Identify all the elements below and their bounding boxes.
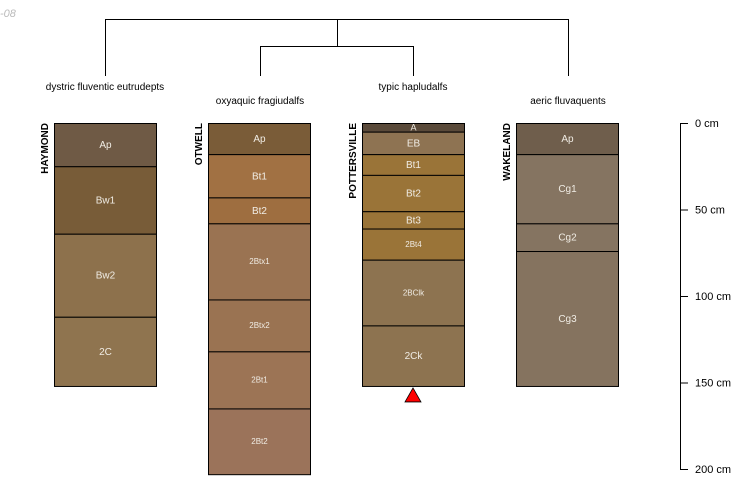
horizon-rect	[362, 228, 465, 261]
horizon: A	[362, 122, 465, 133]
horizon-rect	[516, 154, 619, 225]
horizon-label: Bt3	[406, 215, 421, 226]
horizon-rect	[208, 197, 311, 225]
horizon-label: Bt2	[406, 189, 421, 200]
horizon: 2Btx2	[208, 299, 311, 353]
horizon-label: 2Bt4	[405, 240, 422, 249]
horizon-label: Cg3	[558, 314, 577, 325]
horizon-label: Ap	[561, 134, 574, 145]
horizon: Cg1	[516, 154, 619, 225]
horizon: Ap	[54, 123, 157, 168]
horizon: Bt2	[208, 197, 311, 225]
horizon-label: Bw1	[96, 195, 116, 206]
horizon: EB	[362, 131, 465, 156]
horizon: Bw2	[54, 233, 157, 318]
axis-tick-label: 0 cm	[695, 118, 719, 130]
horizon-label: EB	[407, 138, 421, 149]
horizon-rect	[54, 316, 157, 387]
horizon-rect	[362, 325, 465, 387]
horizon-rect	[516, 123, 619, 156]
horizon-label: 2Bt2	[251, 437, 268, 446]
horizon: 2Btx1	[208, 223, 311, 301]
profile-name: POTTERSVILLE	[348, 123, 359, 199]
horizon: Cg2	[516, 223, 619, 253]
profile-name: OTWELL	[194, 123, 205, 165]
bottom-marker-icon	[404, 387, 422, 403]
horizon: Ap	[516, 123, 619, 156]
horizon-rect	[362, 174, 465, 213]
horizon-rect	[208, 154, 311, 199]
axis-tick-label: 50 cm	[695, 205, 725, 217]
profile-name: WAKELAND	[502, 123, 513, 181]
horizon-label: Ap	[99, 140, 112, 151]
profile-name: HAYMOND	[40, 123, 51, 174]
horizon-rect	[208, 408, 311, 476]
axis-tick-label: 100 cm	[695, 291, 731, 303]
horizon-rect	[208, 123, 311, 156]
horizon: 2Bt1	[208, 351, 311, 410]
horizon: 2C	[54, 316, 157, 387]
horizon-rect	[516, 223, 619, 253]
horizon: Ap	[208, 123, 311, 156]
horizon-label: 2Btx1	[249, 257, 270, 266]
horizon-rect	[362, 259, 465, 327]
horizon: 2Ck	[362, 325, 465, 387]
horizon: Bw1	[54, 166, 157, 235]
horizon-label: Cg2	[558, 233, 577, 244]
depth-axis: 0 cm 50 cm 100 cm 150 cm 200 cm	[680, 118, 731, 476]
horizon: 2Bt4	[362, 228, 465, 261]
horizon: Bt1	[362, 154, 465, 176]
horizon-label: 2Ck	[405, 351, 424, 362]
horizon-label: Bt1	[406, 160, 421, 171]
horizon-rect	[54, 123, 157, 168]
horizon: Cg3	[516, 251, 619, 387]
taxon-label: dystric fluventic eutrudepts	[46, 82, 164, 93]
taxon-label: aeric fluvaquents	[530, 96, 606, 107]
horizon-label: 2Bt1	[251, 376, 268, 385]
dendrogram	[105, 19, 569, 76]
horizon: 2BClk	[362, 259, 465, 327]
taxon-label: typic hapludalfs	[379, 82, 448, 93]
horizon-label: 2BClk	[403, 288, 425, 297]
horizon-rect	[516, 251, 619, 387]
axis-tick-label: 150 cm	[695, 378, 731, 390]
dendrogram-inner-branch	[260, 46, 414, 76]
horizon-rect	[54, 166, 157, 235]
horizon: Bt2	[362, 174, 465, 213]
horizon-label: 2Btx2	[249, 321, 270, 330]
horizon-rect	[54, 233, 157, 318]
horizon-label: Ap	[253, 134, 266, 145]
horizon-label: Bw2	[96, 271, 116, 282]
horizon-label: Cg1	[558, 184, 577, 195]
horizon: 2Bt2	[208, 408, 311, 476]
axis-tick-label: 200 cm	[695, 464, 731, 476]
horizon-label: A	[410, 122, 416, 132]
corner-label: -08	[0, 8, 17, 20]
horizon-label: Bt1	[252, 171, 267, 182]
horizon-label: Bt2	[252, 206, 267, 217]
horizon-label: 2C	[99, 347, 112, 358]
horizon: Bt3	[362, 211, 465, 230]
horizon-rect	[208, 351, 311, 410]
horizon: Bt1	[208, 154, 311, 199]
taxon-label: oxyaquic fragiudalfs	[216, 96, 304, 107]
